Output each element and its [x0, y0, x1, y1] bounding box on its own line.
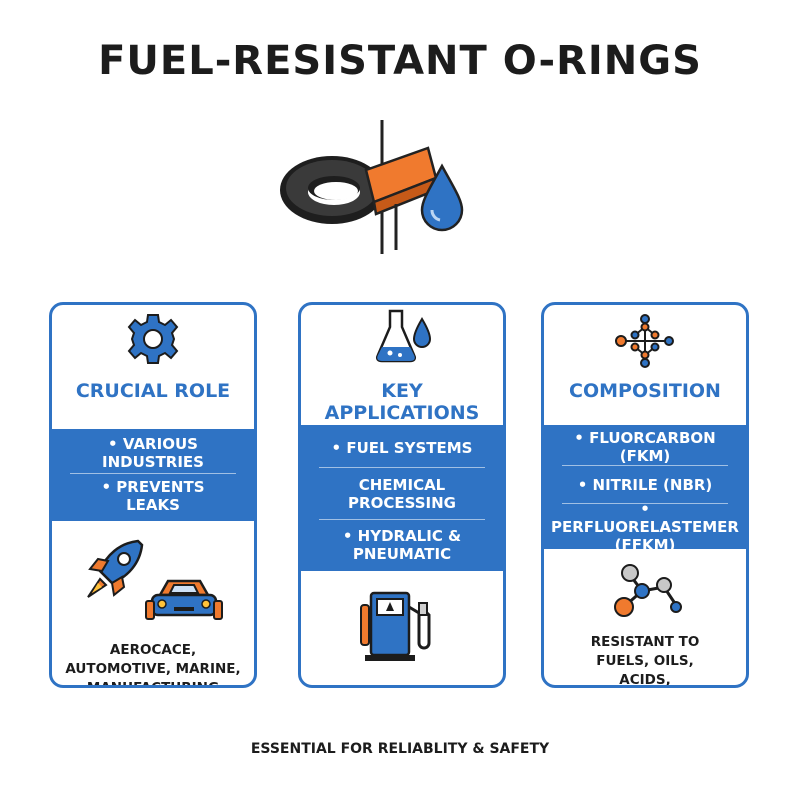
list-item: CHEMICAL PROCESSING — [319, 467, 485, 519]
list-item: • NITRILE (NBR) — [562, 465, 728, 503]
card-heading: KEY APPLICATIONS — [324, 380, 480, 424]
o-ring-icon — [280, 156, 384, 224]
molecule-icon — [615, 314, 674, 368]
card-list: • FUEL SYSTEMS CHEMICAL PROCESSING • HYD… — [301, 425, 503, 571]
list-item: • FUEL SYSTEMS — [331, 439, 473, 457]
list-item: • FLUORCARBON (FKM) — [574, 429, 716, 465]
card-caption: RESISTANT TO FUELS, OILS, ACIDS, SOLVENT… — [590, 634, 700, 688]
card-caption: AEROCACE, AUTOMOTIVE, MARINE, MANUFACTUR… — [65, 642, 241, 688]
footer-tagline: ESSENTIAL FOR RELIABLITY & SAFETY — [250, 741, 550, 757]
molecule-model-icon — [614, 564, 682, 617]
o-ring-illustration — [280, 120, 464, 254]
card-heading: COMPOSITION — [569, 380, 721, 402]
list-item: • VARIOUS INDUSTRIES — [102, 435, 204, 471]
rocket-icon — [87, 539, 144, 598]
list-item: • PREVENTS LEAKS — [70, 473, 236, 517]
flask-icon — [375, 309, 432, 363]
page-title: FUEL-RESISTANT O-RINGS — [98, 38, 702, 84]
card-crucial-role: CRUCIAL ROLE • VARIOUS INDUSTRIES • PREV… — [49, 302, 257, 688]
card-key-applications: KEY APPLICATIONS • FUEL SYSTEMS CHEMICAL… — [298, 302, 506, 688]
card-list: • VARIOUS INDUSTRIES • PREVENTS LEAKS — [52, 429, 254, 521]
car-icon — [145, 579, 223, 620]
card-list: • FLUORCARBON (FKM) • NITRILE (NBR) • PE… — [544, 425, 746, 554]
gear-icon — [127, 314, 179, 364]
list-item: • PERFLUORELASTEMER (FFKM) — [551, 499, 739, 554]
card-heading: CRUCIAL ROLE — [75, 380, 231, 402]
card-composition: COMPOSITION • FLUORCARBON (FKM) • NITRIL… — [541, 302, 749, 688]
list-item: • HYDRALIC & PNEUMATIC — [319, 519, 485, 569]
fuel-pump-icon — [360, 591, 431, 661]
